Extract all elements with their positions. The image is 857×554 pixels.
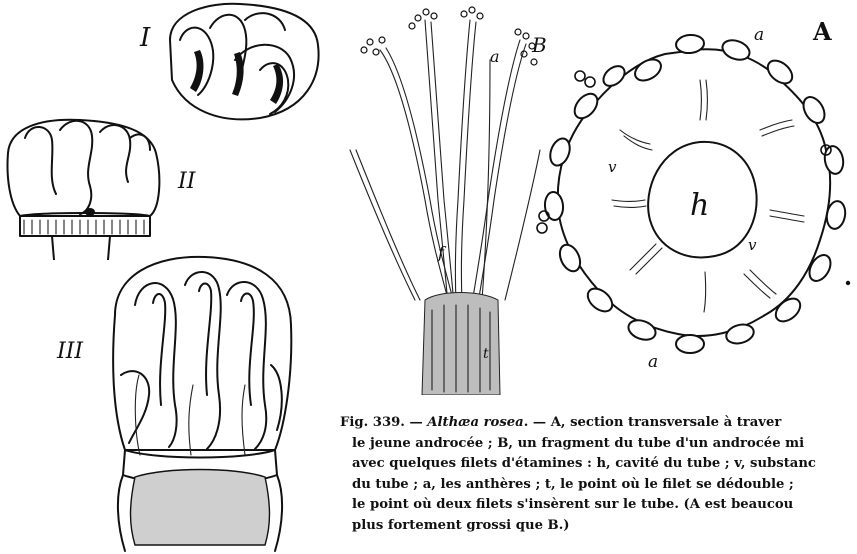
- label-fig-i: I: [139, 23, 151, 53]
- label-a-upper: a: [754, 25, 764, 45]
- caption-line-1-text: A, section transversale à traver: [551, 415, 782, 430]
- caption-dash: . —: [524, 415, 551, 430]
- label-t: t: [483, 346, 489, 362]
- figure-b-label-layer: B a f t: [340, 0, 555, 395]
- label-v-right: v: [748, 236, 757, 254]
- figure-iii: [95, 255, 305, 554]
- caption-line-4: du tube ; a, les anthères ; t, le point …: [340, 475, 857, 496]
- label-a-lower: a: [648, 352, 658, 372]
- label-fig-iii: III: [56, 339, 84, 364]
- caption-line-6: plus fortement grossi que B.): [340, 516, 857, 537]
- label-f: f: [437, 243, 447, 262]
- caption-line-2: le jeune androcée ; B, un fragment du tu…: [340, 434, 857, 455]
- label-v-left: v: [608, 158, 617, 176]
- caption-line-5: le point où deux filets s'insèrent sur l…: [340, 495, 857, 516]
- label-fig-ii: II: [177, 169, 197, 194]
- figure-iii-drawing: [95, 255, 305, 554]
- figure-ii: [0, 108, 180, 260]
- caption-species: Althæa rosea: [427, 415, 523, 430]
- figure-ii-drawing: [0, 108, 180, 260]
- caption-prefix: Fig. 339. —: [340, 415, 427, 430]
- figure-i-label-layer: I: [0, 0, 200, 60]
- caption-line-3: avec quelques filets d'étamines : h, cav…: [340, 454, 857, 475]
- caption-line-1: Fig. 339. — Althæa rosea. — A, section t…: [340, 413, 857, 434]
- label-a-b: a: [490, 47, 500, 66]
- label-h: h: [690, 188, 709, 223]
- label-fig-a: A: [812, 17, 832, 46]
- figure-a-label-layer: A a a h v v: [530, 10, 857, 375]
- figure-iii-label-layer: III: [55, 330, 105, 370]
- figure-caption: Fig. 339. — Althæa rosea. — A, section t…: [340, 413, 857, 536]
- figure-ii-label-layer: II: [170, 160, 210, 200]
